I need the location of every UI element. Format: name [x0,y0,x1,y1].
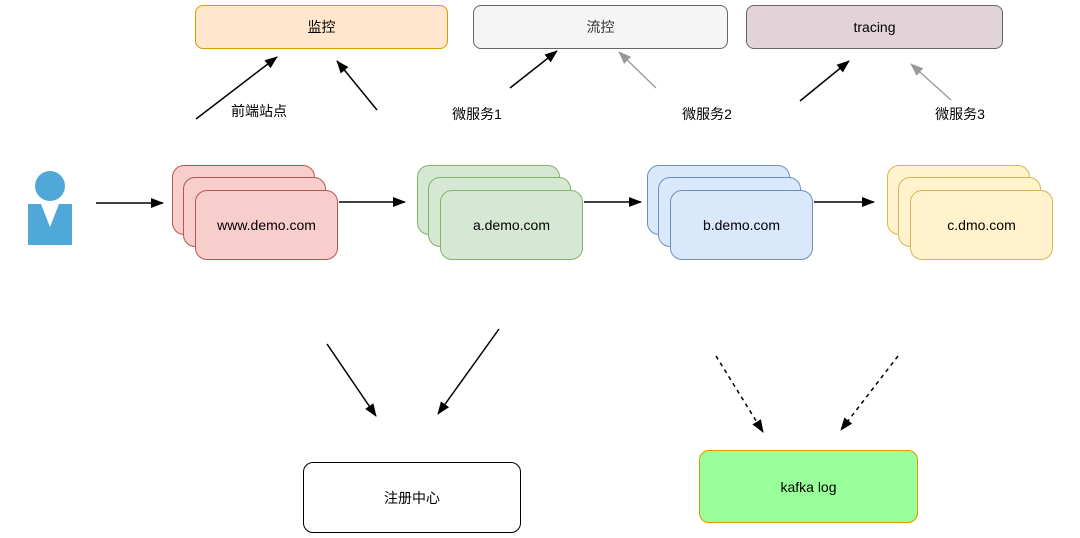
arrow-ms1-to-monitoring [336,60,378,111]
arrow-ms3-to-tracing [910,63,952,101]
node-kafka-log-label: kafka log [780,478,837,495]
stack-a-demo-label: a.demo.com [472,217,551,233]
node-flow-control[interactable]: 流控 [473,5,728,49]
stack-c-dmo-label: c.dmo.com [947,217,1016,233]
arrow-a-to-registry [437,328,500,415]
stack-c-dmo[interactable]: c.dmo.com [887,165,1053,260]
arrow-ms2-to-tracing [799,60,850,102]
stack-b-demo-label: b.demo.com [702,217,781,233]
node-monitoring-label: 监控 [307,19,336,35]
stack-www-demo-label: www.demo.com [217,217,316,233]
node-monitoring[interactable]: 监控 [195,5,448,49]
stack-b-demo[interactable]: b.demo.com [647,165,813,260]
user-icon [28,171,72,245]
arrow-ms2-to-flowcontrol [618,51,657,89]
node-tracing-label: tracing [853,19,896,35]
arrow-www-to-registry [326,343,377,417]
node-kafka-log[interactable]: kafka log [699,450,918,523]
stack-www-demo[interactable]: www.demo.com [172,165,338,260]
stack-www-demo-card-front[interactable]: www.demo.com [195,190,338,260]
label-microservice-2: 微服务2 [682,106,732,122]
stack-a-demo[interactable]: a.demo.com [417,165,583,260]
stack-a-demo-card-front[interactable]: a.demo.com [440,190,583,260]
label-frontend-site: 前端站点 [231,103,287,119]
arrow-b-to-kafka [715,355,764,433]
label-microservice-1: 微服务1 [452,106,502,122]
node-registry-center-label: 注册中心 [384,489,440,506]
arrow-c-to-kafka [840,355,899,431]
label-microservice-3: 微服务3 [935,106,985,122]
stack-c-dmo-card-front[interactable]: c.dmo.com [910,190,1053,260]
stack-b-demo-card-front[interactable]: b.demo.com [670,190,813,260]
node-registry-center[interactable]: 注册中心 [303,462,521,533]
node-flow-control-label: 流控 [586,19,615,35]
node-tracing[interactable]: tracing [746,5,1003,49]
arrow-ms1-to-flowcontrol [509,50,558,89]
